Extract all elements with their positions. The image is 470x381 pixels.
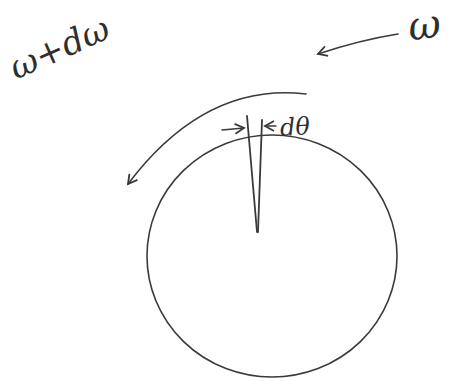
angular-velocity-label: ω [405,3,443,47]
angle-arrow [222,128,244,130]
disc-outline [147,135,397,377]
angle-arrow [265,125,276,126]
angular-velocity-label: ω+dω [4,10,114,84]
radius-line [258,120,262,232]
omega-arrow [318,34,398,54]
omega-plus-arrow [128,93,306,184]
radius-line [247,116,257,232]
angle-label: dθ [279,114,310,140]
